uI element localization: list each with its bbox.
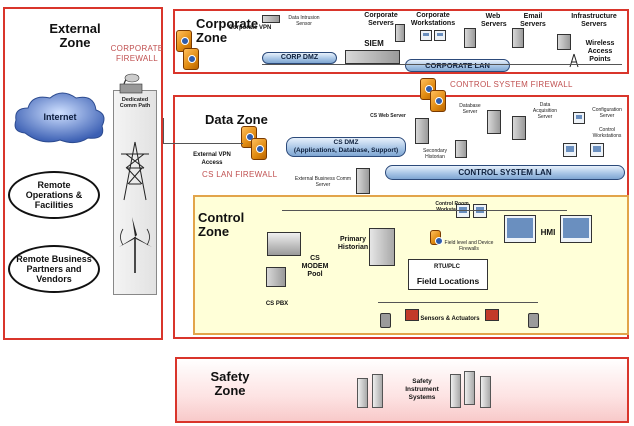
cs-web-server-icon (415, 118, 429, 144)
safety-instrument-5 (480, 376, 491, 408)
cs-dmz-bar: CS DMZ (Applications, Database, Support) (286, 137, 406, 157)
database-server-icon (487, 110, 501, 134)
cs-pbx-icon (266, 267, 286, 287)
corp-dmz-label: CORP DMZ (280, 54, 319, 61)
remote-partners-oval: Remote Business Partners and Vendors (8, 245, 100, 293)
corporate-lan-line (262, 64, 622, 65)
corporate-vpn-label: Corporate VPN (228, 25, 272, 31)
corporate-workstation-icon-1 (420, 30, 432, 41)
satellite-dish-icon (119, 73, 143, 94)
corporate-server-icon (395, 24, 405, 42)
safety-instrument-systems-label: Safety Instrument Systems (405, 378, 439, 401)
corporate-servers-label: Corporate Servers (364, 12, 398, 27)
comm-path-label: Dedicated Comm Path (119, 97, 151, 109)
safety-instrument-1 (357, 378, 368, 408)
internet-label: Internet (43, 112, 77, 122)
cs-dmz-sublabel: (Applications, Database, Support) (293, 147, 399, 154)
external-business-comm-label: External Business Comm Server (294, 176, 352, 188)
actuator-device-1 (405, 309, 419, 321)
remote-partners-label: Remote Business Partners and Vendors (16, 254, 92, 284)
external-vpn-label: External VPN Access (193, 152, 231, 166)
cs-modem-pool-icon (267, 232, 301, 256)
control-room-workstation-icon-1 (456, 204, 470, 218)
data-acquisition-server-icon (512, 116, 526, 140)
control-system-lan-label: CONTROL SYSTEM LAN (458, 168, 552, 177)
safety-zone-title: Safety Zone (210, 369, 250, 398)
control-room-workstation-icon-2 (473, 204, 487, 218)
cs-modem-pool-label: CS MODEM Pool (301, 255, 329, 278)
database-server-label: Database Server (459, 103, 481, 115)
external-business-comm-server-icon (356, 168, 370, 194)
control-workstations-label: Control Workstations (592, 127, 622, 139)
field-level-firewalls-label: Field level and Device Firewalls (444, 240, 494, 252)
control-system-firewall-label: CONTROL SYSTEM FIREWALL (450, 80, 573, 89)
corporate-zone (173, 9, 629, 74)
corporate-firewall-icon-2 (183, 48, 199, 70)
field-locations-label: Field Locations (416, 276, 480, 286)
intrusion-sensor-label: Data Intrusion Sensor (288, 15, 320, 27)
corporate-lan-bar: CORPORATE LAN (405, 59, 510, 72)
control-system-lan-bar: CONTROL SYSTEM LAN (385, 165, 625, 180)
internet-cloud-icon (14, 92, 105, 144)
intrusion-sensor-device (262, 15, 280, 23)
primary-historian-label: Primary Historian (337, 236, 369, 251)
cs-web-server-label: CS Web Server (370, 113, 406, 119)
secondary-historian-icon (455, 140, 467, 158)
control-zone-title: Control Zone (198, 210, 245, 239)
siem-device (345, 50, 400, 64)
safety-instrument-3 (450, 374, 461, 408)
safety-instrument-4 (464, 371, 475, 405)
configuration-server-icon (573, 112, 585, 124)
email-servers-label: Email Servers (520, 13, 546, 28)
external-zone-title: External Zone (49, 21, 101, 50)
field-level-firewall-icon (430, 230, 443, 245)
corp-dmz-bar: CORP DMZ (262, 52, 337, 64)
control-workstation-icon-1 (563, 143, 577, 157)
control-system-firewall-icon-2 (430, 90, 446, 112)
remote-operations-label: Remote Operations & Facilities (25, 180, 83, 210)
infrastructure-server-icon (557, 34, 571, 50)
cs-pbx-label: CS PBX (265, 301, 289, 307)
configuration-server-label: Configuration Server (592, 107, 622, 119)
hmi-screen-2 (560, 215, 592, 243)
wind-turbine-icon (119, 217, 152, 273)
web-servers-label: Web Servers (481, 13, 507, 28)
secondary-historian-label: Secondary Historian (423, 148, 447, 160)
remote-operations-oval: Remote Operations & Facilities (8, 171, 100, 219)
siem-label: SIEM (364, 39, 384, 48)
data-zone-firewall-icon-2 (251, 138, 267, 160)
wireless-access-point-icon (569, 53, 579, 68)
primary-historian-icon (369, 228, 395, 266)
cs-lan-link-line (163, 143, 243, 144)
data-acquisition-label: Data Acquisition Server (532, 102, 558, 120)
actuator-device-2 (485, 309, 499, 321)
sensor-device-1 (380, 313, 391, 328)
field-locations-box (408, 259, 488, 290)
hmi-screen-1 (504, 215, 536, 243)
data-zone-title: Data Zone (205, 112, 268, 127)
wireless-access-points-label: Wireless Access Points (585, 40, 615, 63)
sensor-device-2 (528, 313, 539, 328)
corporate-lan-label: CORPORATE LAN (425, 61, 490, 70)
hmi-label: HMI (540, 228, 556, 237)
transmission-tower-icon (121, 141, 149, 201)
rtu-plc-label: RTU/PLC (434, 264, 460, 270)
corporate-firewall-label: CORPORATE FIREWALL (110, 44, 164, 63)
cs-lan-link-line-2 (163, 118, 164, 144)
corporate-zone-title: Corporate Zone (196, 16, 259, 45)
corporate-workstations-label: Corporate Workstations (410, 12, 456, 27)
control-workstation-icon-2 (590, 143, 604, 157)
external-zone (3, 7, 163, 340)
safety-zone (175, 357, 629, 423)
control-zone-bus-line (282, 210, 567, 211)
sensors-actuators-label: Sensors & Actuators (420, 316, 480, 322)
infrastructure-servers-label: Infrastructure Servers (571, 13, 617, 28)
safety-instrument-2 (372, 374, 383, 408)
corporate-workstation-icon-2 (434, 30, 446, 41)
email-server-icon (512, 28, 524, 48)
cs-lan-firewall-label: CS LAN FIREWALL (202, 170, 278, 179)
cs-dmz-label: CS DMZ (333, 139, 359, 146)
web-server-icon (464, 28, 476, 48)
field-bus-line (378, 302, 538, 303)
